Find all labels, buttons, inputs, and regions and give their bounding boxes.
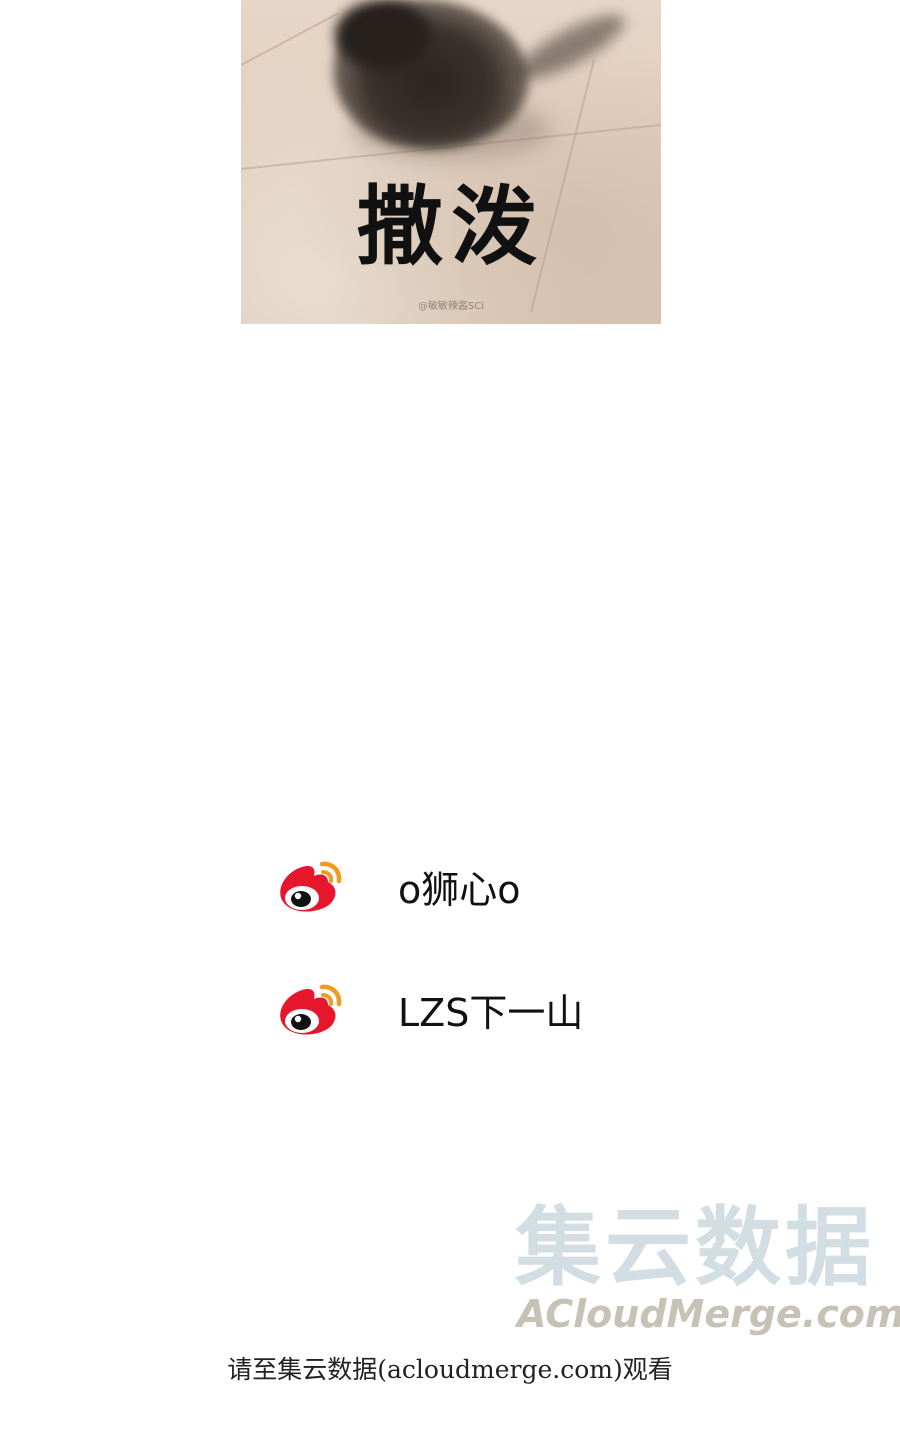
credit-row: LZS下一山 [276, 977, 583, 1041]
weibo-icon [280, 984, 342, 1035]
meme-caption: 撒泼 [357, 177, 545, 277]
credit-name: LZS下一山 [398, 990, 584, 1035]
footer-notice: 请至集云数据(acloudmerge.com)观看 [227, 1355, 673, 1384]
meme-image: 撒泼 @敏敏辣酱SCi [241, 0, 661, 324]
credit-name: o狮心o [398, 867, 521, 912]
acloudmerge-logo: 集云数据 ACloudMerge.com [515, 1198, 900, 1335]
logo-chinese-text: 集云数据 [515, 1198, 875, 1298]
weibo-icon [280, 861, 342, 912]
cat-head [335, 0, 431, 70]
meme-watermark: @敏敏辣酱SCi [417, 301, 485, 312]
credit-row: o狮心o [276, 854, 521, 918]
logo-english-text: ACloudMerge.com [517, 1292, 900, 1336]
